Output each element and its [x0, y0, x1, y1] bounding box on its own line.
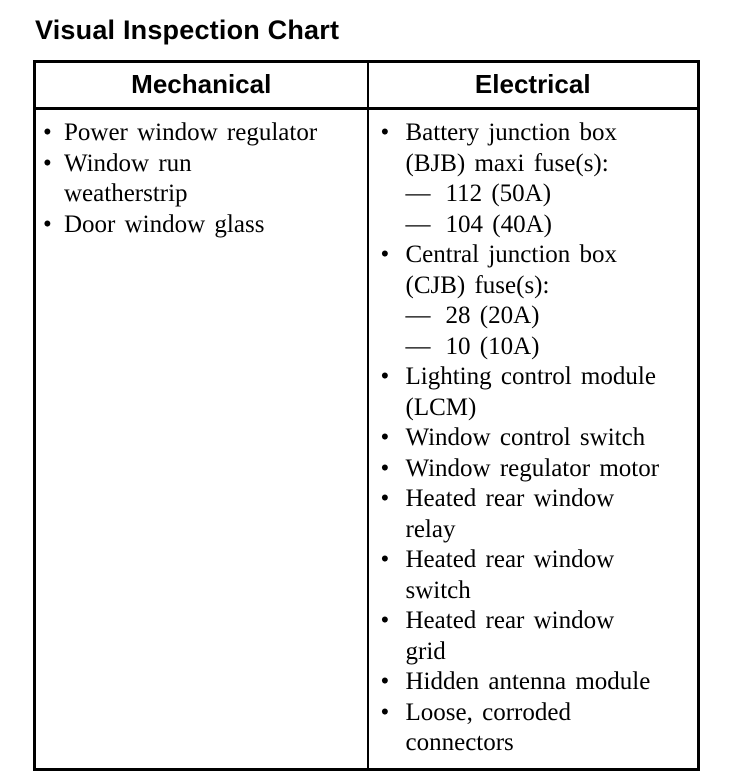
list-item-text: Door window glass: [64, 210, 265, 238]
list-item-text: Heated rear window grid: [405, 607, 615, 665]
list-item-text: Hidden antenna module: [405, 668, 651, 695]
list-item-text: Heated rear window switch: [405, 546, 615, 604]
list-item: • Door window glass: [43, 210, 363, 241]
bullet-icon: •: [380, 607, 390, 634]
bullet-icon: •: [380, 119, 390, 146]
list-item: • Heated rear window relay: [381, 484, 694, 545]
list-item-text: Heated rear window relay: [405, 485, 615, 543]
sub-item-text: 104 (40A): [445, 210, 552, 238]
dash-icon: —: [405, 302, 431, 329]
sub-item-text: 28 (20A): [445, 302, 540, 329]
list-item-text: Battery junction box (BJB) maxi fuse(s):: [405, 119, 618, 177]
sub-item: — 28 (20A): [406, 301, 694, 332]
list-item-text: Central junction box (CJB) fuse(s):: [405, 241, 618, 299]
list-item-text: Window run weatherstrip: [64, 149, 192, 208]
dash-icon: —: [405, 210, 431, 238]
table-header-row: Mechanical Electrical: [36, 63, 697, 110]
bullet-icon: •: [380, 454, 390, 482]
visual-inspection-table: Mechanical Electrical • Power window reg…: [33, 60, 700, 771]
list-item: • Heated rear window switch: [381, 545, 694, 606]
dash-icon: —: [405, 332, 431, 360]
bullet-icon: •: [380, 424, 390, 451]
list-item-text: Window regulator motor: [405, 454, 660, 482]
bullet-icon: •: [43, 149, 52, 177]
list-item: • Battery junction box (BJB) maxi fuse(s…: [381, 118, 694, 179]
list-item: • Hidden antenna module: [381, 667, 694, 698]
list-item-text: Loose, corroded connectors: [405, 698, 571, 757]
electrical-cell: • Battery junction box (BJB) maxi fuse(s…: [366, 110, 698, 768]
list-item: • Window regulator motor: [381, 454, 694, 485]
bullet-icon: •: [380, 546, 390, 573]
list-item: • Loose, corroded connectors: [381, 698, 694, 759]
sub-item-text: 10 (10A): [445, 332, 540, 360]
bullet-icon: •: [43, 119, 52, 146]
sub-item: — 104 (40A): [406, 210, 694, 241]
sub-item-text: 112 (50A): [445, 180, 552, 207]
list-item: • Window control switch: [381, 423, 694, 454]
list-item-text: Power window regulator: [64, 119, 318, 146]
list-item-text: Window control switch: [405, 424, 646, 451]
column-header-mechanical: Mechanical: [131, 69, 272, 99]
list-item: • Window run weatherstrip: [43, 149, 363, 210]
bullet-icon: •: [380, 363, 390, 390]
bullet-icon: •: [43, 210, 52, 238]
mechanical-cell: • Power window regulator • Window run we…: [36, 110, 367, 768]
bullet-icon: •: [380, 668, 390, 695]
list-item: • Lighting control module (LCM): [381, 362, 694, 423]
sub-item: — 112 (50A): [406, 179, 694, 210]
bullet-icon: •: [380, 698, 390, 726]
bullet-icon: •: [380, 241, 390, 268]
sub-item: — 10 (10A): [406, 332, 694, 363]
list-item: • Central junction box (CJB) fuse(s):: [381, 240, 694, 301]
bullet-icon: •: [380, 485, 390, 512]
dash-icon: —: [405, 180, 431, 207]
list-item-text: Lighting control module (LCM): [405, 363, 656, 421]
page-title: Visual Inspection Chart: [35, 15, 340, 45]
list-item: • Power window regulator: [43, 118, 363, 149]
table-body-row: • Power window regulator • Window run we…: [36, 110, 697, 768]
list-item: • Heated rear window grid: [381, 606, 694, 667]
column-header-electrical: Electrical: [366, 63, 698, 107]
